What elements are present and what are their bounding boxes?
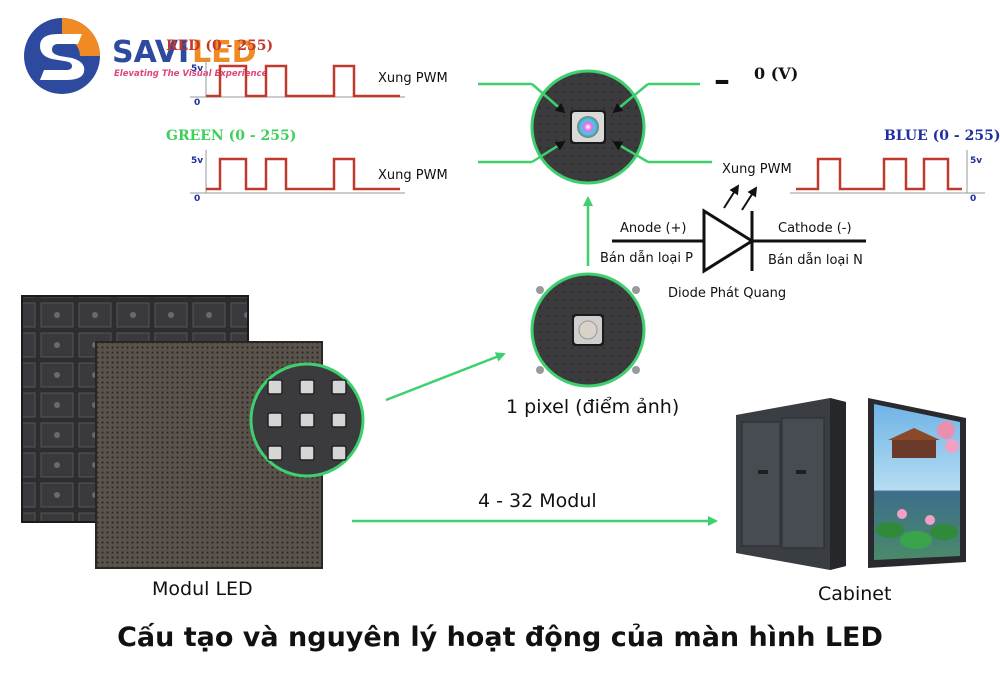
blue-signal: BLUE (0 - 255) 5v 0 Xung PWM (722, 128, 1000, 204)
pixel-closeup (530, 272, 646, 388)
green-signal-high: 5v (191, 156, 203, 166)
logo-brand-part1: SAVI (112, 35, 189, 70)
green-signal-low: 0 (194, 194, 200, 204)
cathode-type-label: Bán dẫn loại N (768, 253, 863, 268)
diode-caption: Diode Phát Quang (668, 286, 786, 301)
logo-brand-part2: LED (192, 35, 257, 70)
red-signal: RED (0 - 255) 5v 0 Xung PWM (166, 38, 448, 108)
blue-signal-high: 5v (970, 156, 982, 166)
voltage-value: 0 (V) (754, 64, 798, 83)
red-signal-high: 5v (191, 64, 203, 74)
blue-pwm-waveform (796, 157, 962, 191)
voltage-sign: – (714, 61, 730, 99)
arrow-module-to-pixel (385, 352, 506, 402)
green-signal-label: GREEN (0 - 255) (166, 128, 296, 144)
pixel-label: 1 pixel (điểm ảnh) (506, 396, 679, 418)
anode-label: Anode (+) (620, 221, 687, 236)
cabinet-image (736, 398, 966, 570)
savi-led-logo: SAVI LED Elevating The Visual Experience (24, 18, 268, 94)
blue-signal-label: BLUE (0 - 255) (884, 128, 1000, 144)
green-pwm-waveform (206, 157, 400, 191)
cathode-label: Cathode (-) (778, 221, 852, 236)
page-title: Cấu tạo và nguyên lý hoạt động của màn h… (117, 622, 883, 653)
red-signal-label: RED (0 - 255) (166, 38, 273, 54)
logo-tagline: Elevating The Visual Experience (114, 69, 268, 79)
diode-symbol: Anode (+) Bán dẫn loại P Cathode (-) Bán… (600, 184, 866, 301)
red-signal-low: 0 (194, 98, 200, 108)
red-pwm-label: Xung PWM (378, 71, 448, 86)
rgb-led-closeup (478, 69, 712, 185)
blue-signal-low: 0 (970, 194, 976, 204)
anode-type-label: Bán dẫn loại P (600, 251, 693, 266)
module-count-label: 4 - 32 Modul (478, 490, 597, 512)
cabinet-label: Cabinet (818, 583, 891, 605)
green-pwm-label: Xung PWM (378, 168, 448, 183)
red-pwm-waveform (206, 64, 400, 98)
blue-pwm-label: Xung PWM (722, 162, 792, 177)
led-module-image (21, 295, 365, 569)
green-signal: GREEN (0 - 255) 5v 0 Xung PWM (166, 128, 448, 204)
module-label: Modul LED (152, 578, 253, 600)
